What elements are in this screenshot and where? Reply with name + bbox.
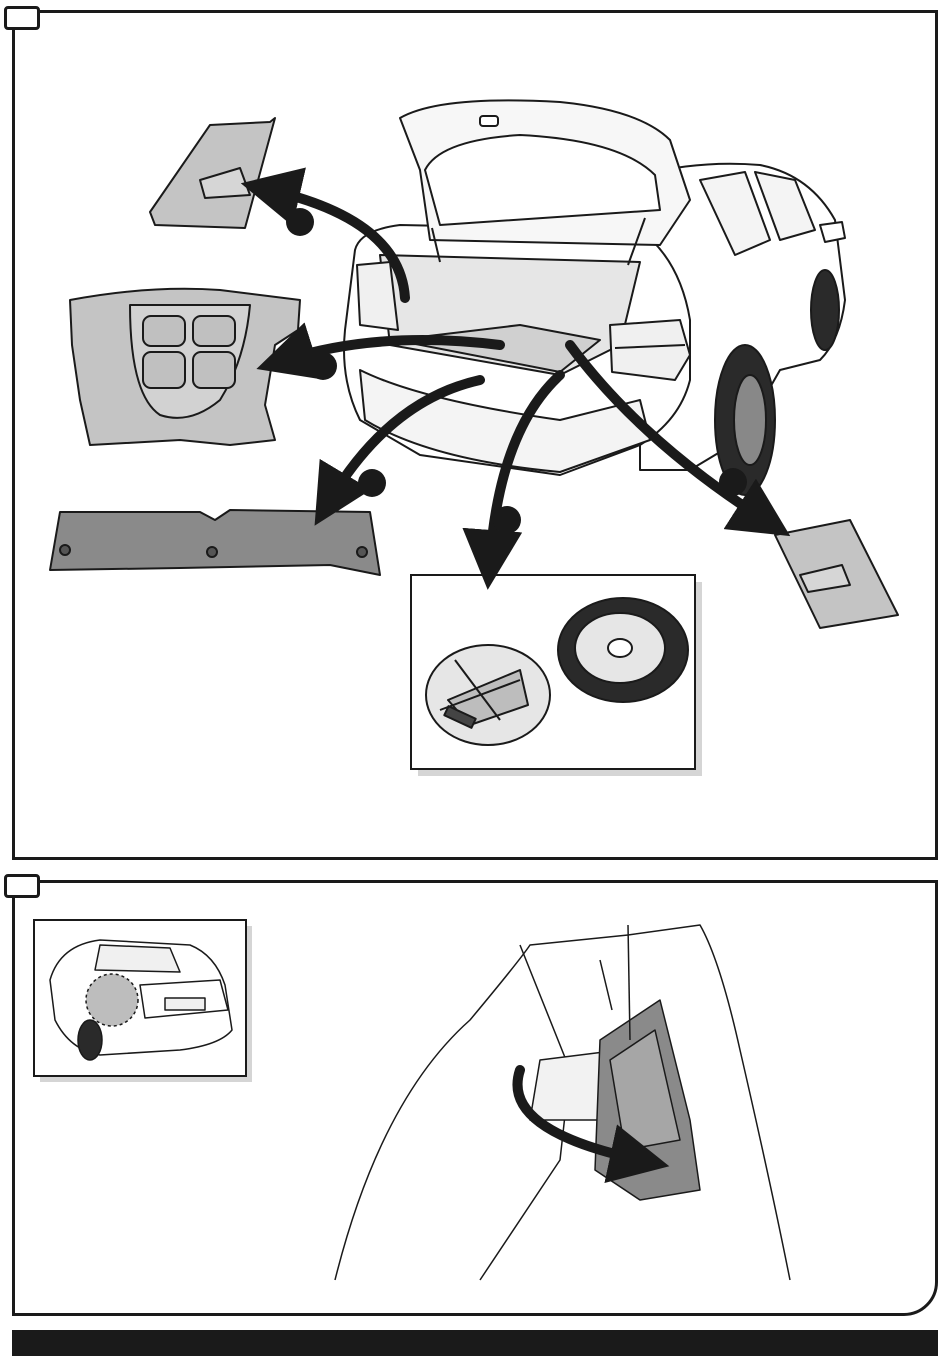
car-rear-trunk-open — [344, 100, 845, 495]
trunk-interior-side — [335, 925, 790, 1280]
jack-tool-kit-icon — [426, 645, 550, 745]
callout-dot-3 — [358, 469, 386, 497]
trim-panel-side-left — [150, 118, 275, 228]
trunk-floor-mat — [70, 289, 300, 445]
trim-panel-side-right — [775, 520, 898, 628]
callout-dot-5 — [719, 468, 747, 496]
callout-dot-4 — [493, 506, 521, 534]
car-rear-quarter-icon — [50, 940, 232, 1060]
rear-sill-trim — [50, 510, 380, 575]
callout-dot-2 — [309, 352, 337, 380]
callout-dot-1 — [286, 208, 314, 236]
footer-bar — [12, 1330, 938, 1356]
spare-tire-icon — [558, 598, 688, 702]
